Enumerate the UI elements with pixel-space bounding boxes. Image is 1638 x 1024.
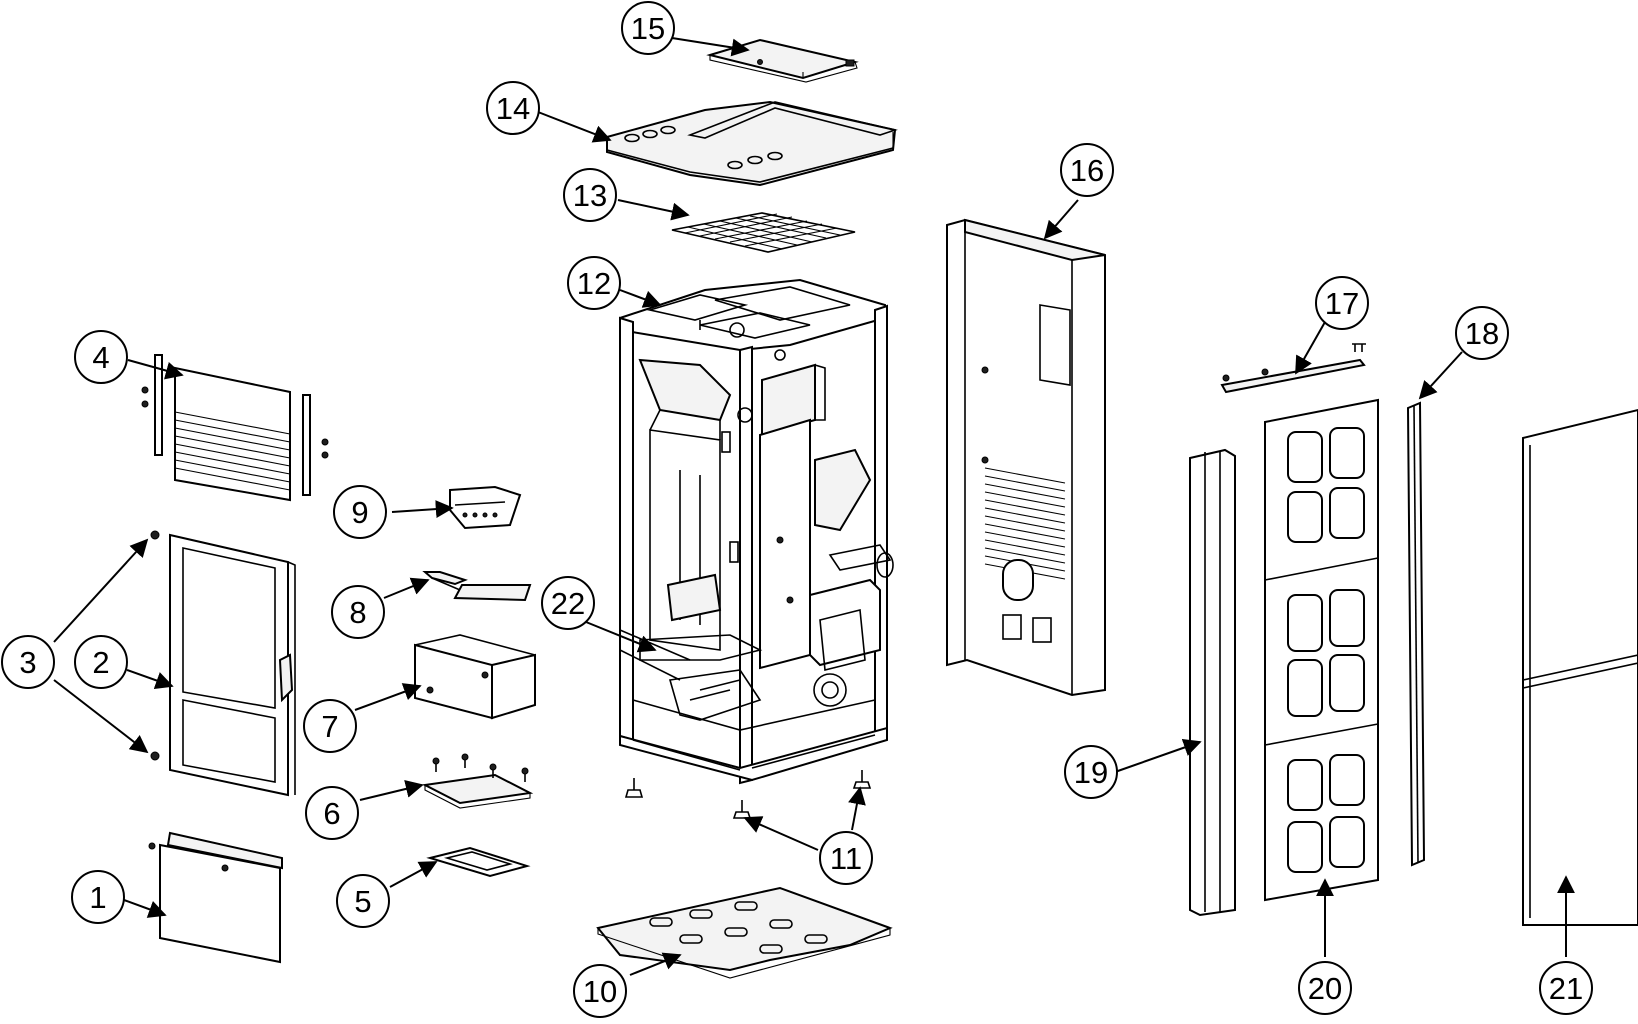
leader-17: [1295, 321, 1326, 375]
callout-9: 9: [333, 485, 387, 539]
part-13-grid: [671, 212, 856, 253]
callout-17-label: 17: [1325, 286, 1359, 321]
callout-14-label: 14: [496, 91, 530, 126]
callout-10-label: 10: [583, 974, 617, 1009]
part-2-door: [150, 530, 296, 797]
callout-16: 16: [1060, 143, 1114, 197]
callout-20-label: 20: [1308, 971, 1342, 1006]
callout-18: 18: [1455, 306, 1509, 360]
callout-15-label: 15: [631, 11, 665, 46]
callout-21: 21: [1539, 961, 1593, 1015]
callout-14: 14: [486, 81, 540, 135]
leader-19: [1114, 738, 1202, 773]
callout-19: 19: [1064, 745, 1118, 799]
leader-16: [1043, 199, 1079, 240]
callout-7: 7: [303, 699, 357, 753]
callout-12-label: 12: [577, 266, 611, 301]
part-15-top-lid: [706, 38, 859, 83]
part-1-lower-panel: [148, 831, 283, 964]
callout-4-label: 4: [92, 340, 109, 375]
callout-4: 4: [74, 330, 128, 384]
leader-3a: [53, 538, 149, 643]
callout-9-label: 9: [351, 495, 368, 530]
callout-22-label: 22: [551, 586, 585, 621]
leader-3b: [53, 679, 149, 754]
leader-7: [354, 683, 422, 711]
part-7-ash-box: [414, 634, 536, 720]
leader-22: [585, 621, 657, 653]
leader-13: [617, 199, 690, 221]
callout-8-label: 8: [349, 595, 366, 630]
callout-8: 8: [331, 585, 385, 639]
callout-13-label: 13: [573, 178, 607, 213]
callout-11: 11: [819, 831, 873, 885]
part-16-back-panel: [946, 218, 1106, 697]
leader-2: [126, 669, 174, 690]
callout-5-label: 5: [354, 884, 371, 919]
leader-9: [391, 500, 454, 519]
part-9-burner-pot: [449, 485, 522, 530]
callout-2: 2: [74, 635, 128, 689]
callout-10: 10: [573, 964, 627, 1018]
leader-6: [359, 780, 424, 801]
part-17-top-trim: [1220, 343, 1366, 394]
callout-5: 5: [336, 874, 390, 928]
leader-11b: [848, 786, 866, 831]
part-14-top-cover: [606, 100, 898, 187]
part-10-base-plate: [596, 886, 893, 979]
part-6-plate: [421, 753, 534, 809]
leader-14: [537, 111, 612, 143]
leader-15: [671, 37, 750, 57]
callout-20: 20: [1298, 961, 1352, 1015]
leader-11a: [743, 816, 819, 851]
callout-19-label: 19: [1074, 755, 1108, 790]
leader-10: [629, 952, 682, 976]
part-5-gasket: [426, 846, 531, 878]
callout-18-label: 18: [1465, 316, 1499, 351]
callout-11-label: 11: [830, 841, 862, 876]
leader-5: [389, 861, 438, 888]
part-20-decor-panel: [1264, 398, 1379, 902]
callout-2-label: 2: [92, 645, 109, 680]
part-19-side-column: [1189, 448, 1236, 917]
callout-21-label: 21: [1549, 971, 1583, 1006]
part-12-main-frame: [619, 278, 894, 785]
part-8-bracket: [422, 571, 532, 602]
callout-1-label: 1: [89, 880, 106, 915]
leader-18: [1418, 351, 1463, 400]
callout-6-label: 6: [323, 796, 340, 831]
part-4-upper-grille: [141, 354, 329, 502]
callout-13: 13: [563, 168, 617, 222]
callout-16-label: 16: [1070, 153, 1104, 188]
part-18-side-strip: [1406, 401, 1426, 867]
callout-15: 15: [621, 1, 675, 55]
callout-6: 6: [305, 786, 359, 840]
callout-1: 1: [71, 870, 125, 924]
callout-22: 22: [541, 576, 595, 630]
leader-8: [383, 577, 430, 599]
leader-1: [123, 899, 167, 918]
callout-7-label: 7: [321, 709, 338, 744]
leader-12: [619, 289, 662, 308]
part-21-side-glass-panel: [1522, 408, 1638, 926]
callout-3-label: 3: [19, 645, 36, 680]
leader-4: [127, 359, 184, 380]
callout-17: 17: [1315, 276, 1369, 330]
callout-12: 12: [567, 256, 621, 310]
callout-3: 3: [1, 635, 55, 689]
leader-lines: [53, 37, 1575, 976]
